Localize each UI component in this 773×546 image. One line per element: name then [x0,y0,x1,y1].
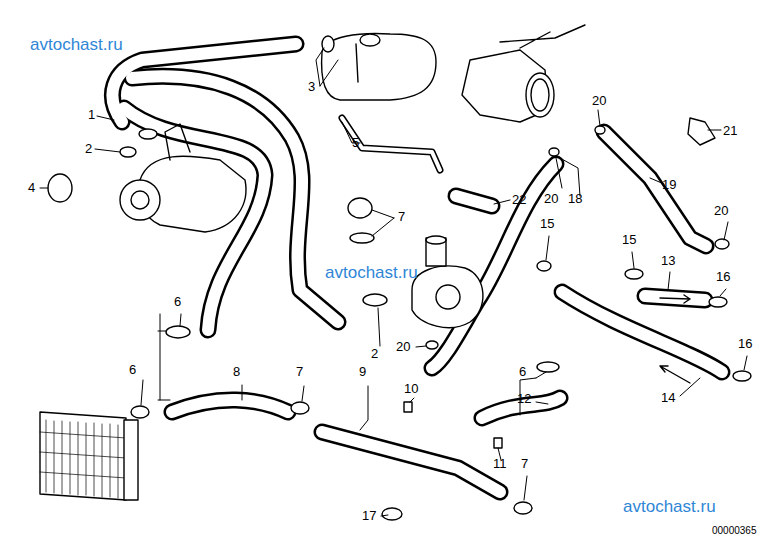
drawing-code: 00000365 [712,525,757,536]
callout-number: 19 [662,178,676,192]
callout-number: 6 [129,363,136,377]
callout-number: 8 [233,365,240,379]
callout-number: 20 [592,94,606,108]
callout-number: 17 [362,509,376,523]
callout-number: 2 [85,142,92,156]
callout-number: 2 [371,347,378,361]
callout-number: 7 [521,457,528,471]
callout-number: 3 [308,80,315,94]
callout-number: 20 [714,204,728,218]
callout-number: 15 [622,233,636,247]
callout-number: 7 [398,210,405,224]
callout-number: 15 [540,217,554,231]
callout-number: 21 [723,124,737,138]
callout-number: 16 [716,270,730,284]
callout-number: 9 [359,365,366,379]
callout-number: 20 [396,340,410,354]
callout-number: 14 [661,391,675,405]
callout-number: 6 [519,365,526,379]
callout-number: 7 [296,365,303,379]
callout-number: 12 [517,392,531,406]
callout-number: 13 [661,254,675,268]
callout-number: 16 [738,337,752,351]
callout-number: 20 [544,192,558,206]
callout-number: 4 [28,181,35,195]
watermark: avtochast.ru [623,498,716,516]
callout-number: 18 [568,192,582,206]
callout-number: 22 [512,193,526,207]
callout-number: 11 [493,457,507,471]
callout-number: 6 [174,295,181,309]
callout-number: 5 [352,136,359,150]
watermark: avtochast.ru [30,36,123,54]
watermark: avtochast.ru [325,264,418,282]
callout-number: 10 [404,382,418,396]
callout-number: 1 [88,108,95,122]
